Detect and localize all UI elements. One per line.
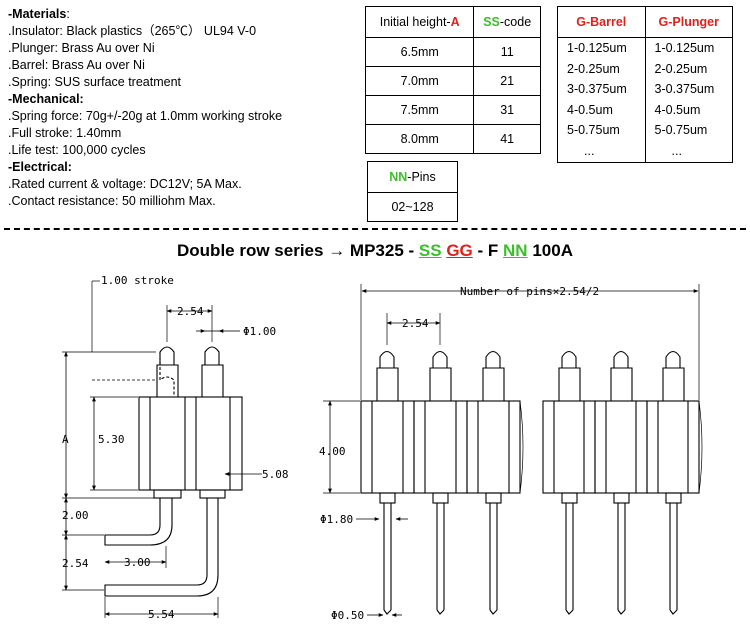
spec-insulator: .Insulator: Black plastics（265℃） UL94 V-… [8,24,257,38]
side-view [62,280,262,618]
height-header: Initial height-A [364,6,475,38]
dim-stroke: 1.00 stroke [101,274,174,287]
series-title: Double row series → MP325 - SS GG - F NN… [177,241,573,260]
plating-table: G-Barrel G-Plunger 1-0.125um 2-0.25um 3-… [557,6,733,163]
dim-diameter-1-80: Φ1.80 [320,513,353,526]
spec-spring: .Spring: SUS surface treatment [8,75,181,89]
specification-text: -Materials: .Insulator: Black plastics（2… [8,6,358,210]
dim-height-a: A [62,433,69,446]
dim-5-30: 5.30 [98,433,125,446]
dim-pitch-front: 2.54 [402,317,429,330]
dim-number-of-pins: Number of pins×2.54/2 [460,285,599,298]
spec-stroke: .Full stroke: 1.40mm [8,126,122,140]
front-view [323,284,703,617]
spec-force: .Spring force: 70g+/-20g at 1.0mm workin… [8,109,283,123]
spec-contact: .Contact resistance: 50 milliohm Max. [8,194,216,208]
pins-table: NN-Pins 02~128 [367,161,458,222]
electrical-heading: -Electrical: [8,160,72,174]
dim-4-00: 4.00 [319,445,346,458]
mechanical-heading: -Mechanical: [8,92,84,106]
spec-life: .Life test: 100,000 cycles [8,143,146,157]
spec-rated: .Rated current & voltage: DC12V; 5A Max. [8,177,242,191]
plunger-options: 1-0.125um 2-0.25um 3-0.375um 4-0.5um 5-0… [644,37,733,163]
materials-heading: -Materials: [8,7,70,21]
plunger-header: G-Plunger [644,6,733,38]
dim-tip-diameter: Φ1.00 [243,325,276,338]
dim-3-00: 3.00 [124,556,151,569]
dim-diameter-0-50: Φ0.50 [331,609,364,622]
code-header: SS-code [473,6,541,38]
dashed-divider [4,228,746,230]
spec-barrel: .Barrel: Brass Au over Ni [8,58,145,72]
pins-range: 02~128 [367,192,458,222]
dim-5-54: 5.54 [148,608,175,621]
dim-2-54: 2.54 [62,557,89,570]
dim-2-00: 2.00 [62,509,89,522]
spec-plunger: .Plunger: Brass Au over Ni [8,41,155,55]
dim-pitch-side: 2.54 [177,305,204,318]
dimension-labels: 1.00 stroke 2.54 Φ1.00 A 5.30 5.08 2.00 … [62,274,599,622]
dim-5-08: 5.08 [262,468,289,481]
